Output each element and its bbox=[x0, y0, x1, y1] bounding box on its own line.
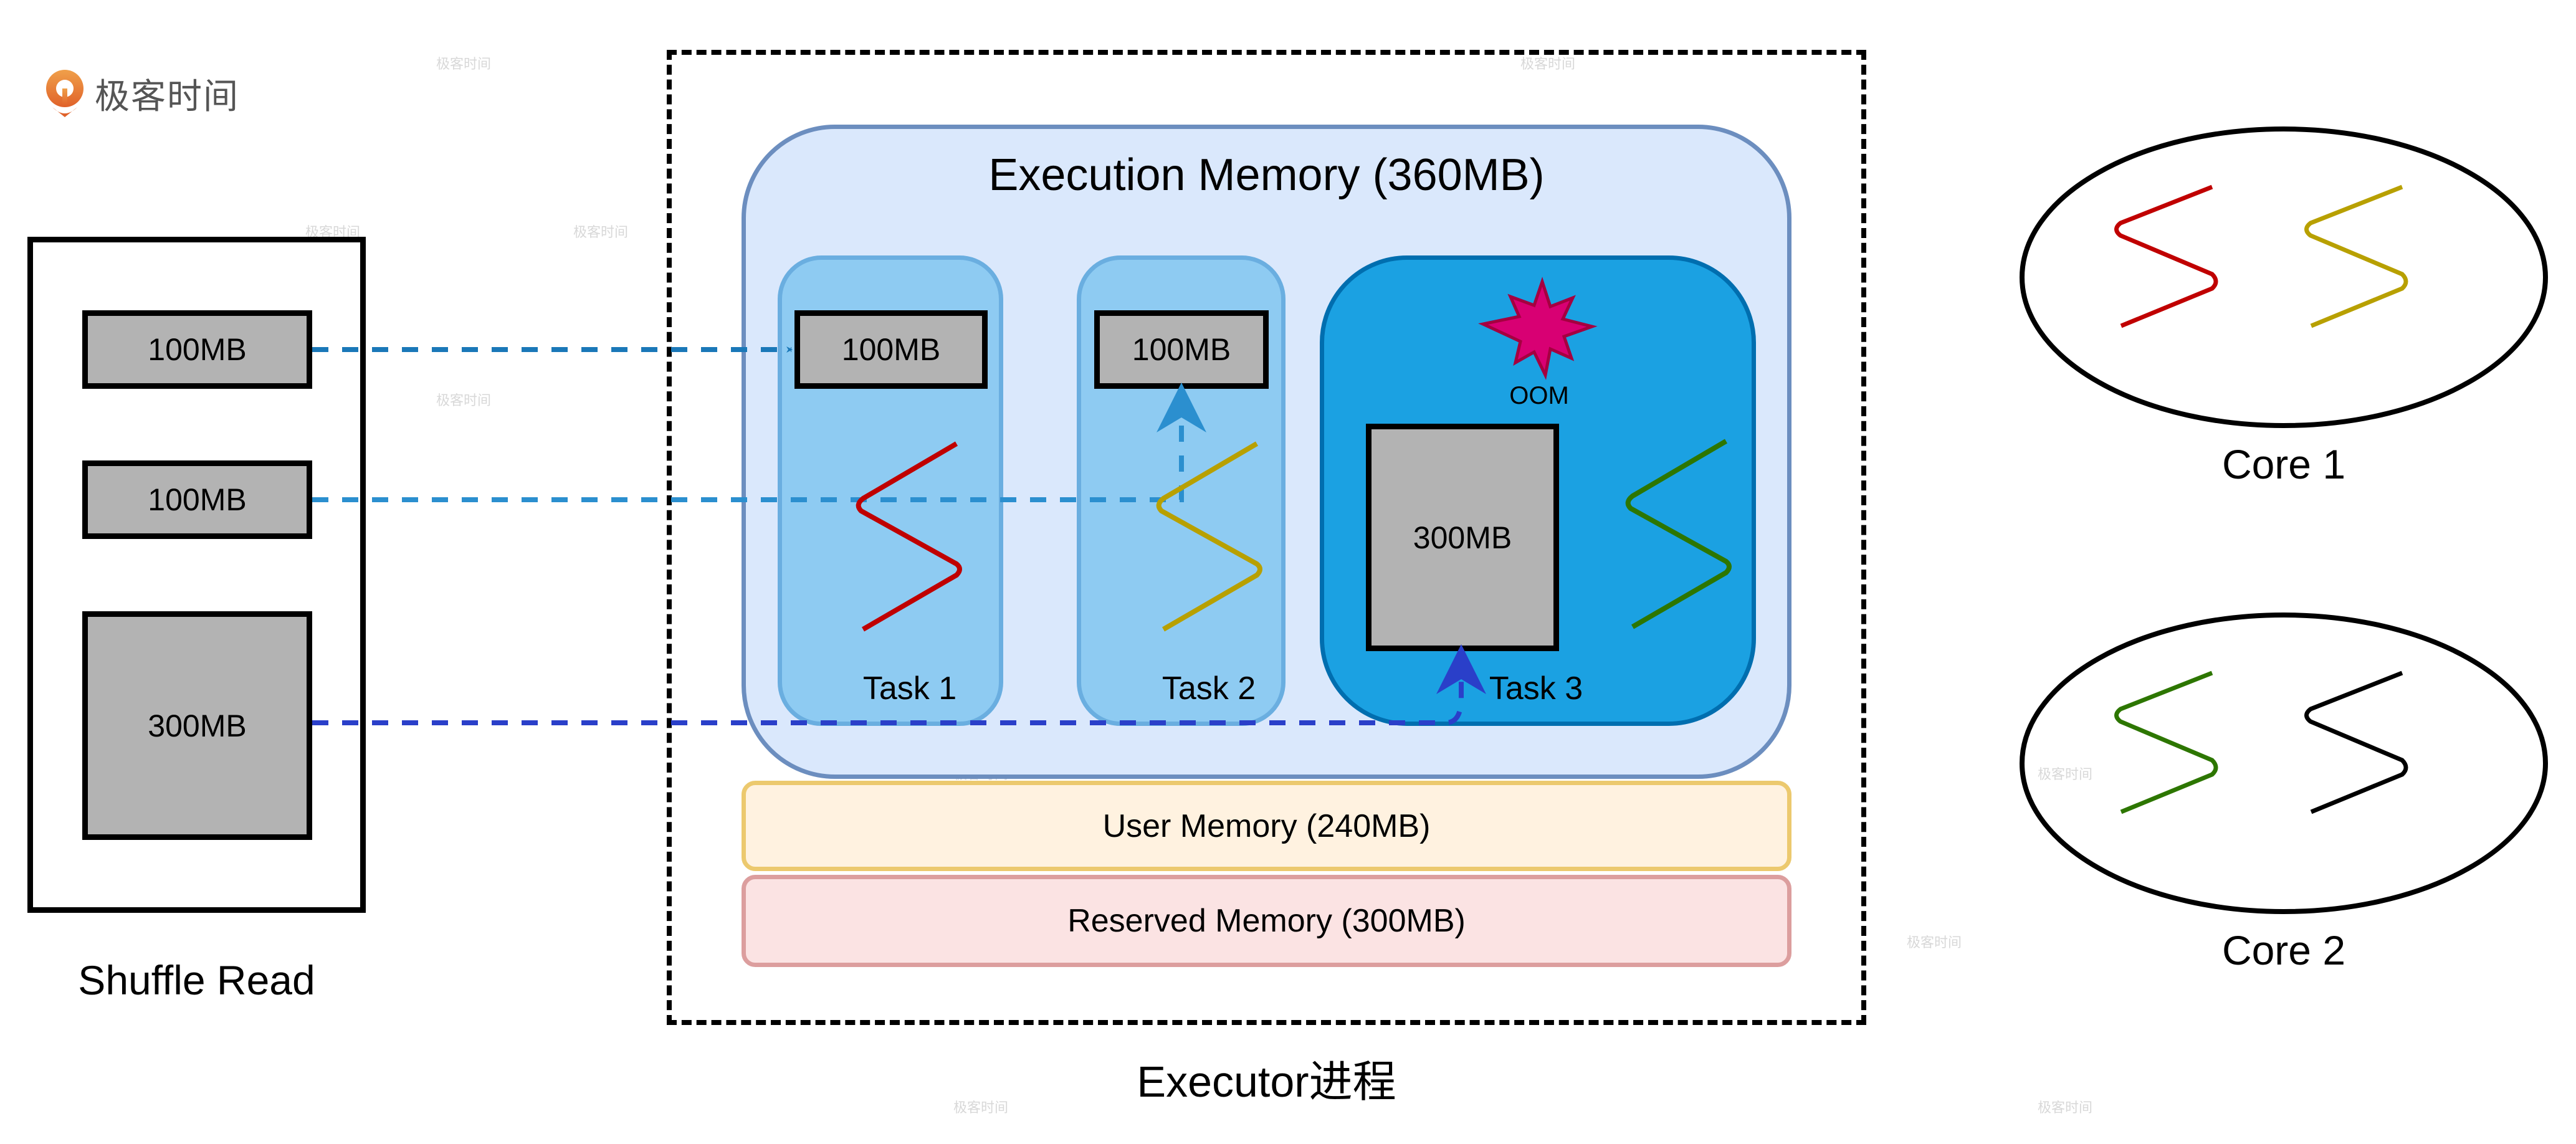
oom-label: OOM bbox=[1509, 381, 1569, 409]
brand-logo: 极客时间 bbox=[44, 65, 239, 122]
executor-label: Executor进程 bbox=[1137, 1057, 1396, 1106]
task-1-label: Task 1 bbox=[862, 670, 957, 707]
reserved-memory-region: Reserved Memory (300MB) bbox=[742, 875, 1791, 967]
logo-text: 极客时间 bbox=[95, 76, 239, 117]
core-2-thread-2-icon bbox=[2304, 670, 2408, 814]
task-2-thread-icon bbox=[1156, 441, 1262, 632]
core-2-label: Core 2 bbox=[2221, 927, 2346, 973]
core-1-thread-2-icon bbox=[2304, 184, 2408, 328]
arrow-block2-to-task2 bbox=[312, 383, 1206, 502]
watermark: 极客时间 bbox=[2038, 767, 2093, 783]
logo-mark-icon bbox=[46, 70, 83, 117]
shuffle-block-3: 300MB bbox=[82, 611, 312, 840]
core-1-ellipse bbox=[2020, 126, 2548, 428]
watermark: 极客时间 bbox=[1907, 935, 1962, 951]
shuffle-block-2: 100MB bbox=[82, 460, 312, 539]
task-3-thread-icon bbox=[1625, 439, 1732, 629]
watermark: 极客时间 bbox=[436, 393, 492, 409]
core-1-thread-1-icon bbox=[2114, 184, 2218, 328]
execution-memory-title: Execution Memory (360MB) bbox=[988, 150, 1545, 200]
shuffle-block-1: 100MB bbox=[82, 310, 312, 389]
shuffle-read-label: Shuffle Read bbox=[78, 957, 315, 1003]
watermark: 极客时间 bbox=[2038, 1100, 2093, 1116]
watermark: 极客时间 bbox=[1520, 57, 1576, 72]
task-1-block: 100MB bbox=[794, 310, 988, 389]
watermark: 极客时间 bbox=[573, 225, 629, 241]
core-1-label: Core 1 bbox=[2221, 441, 2346, 487]
task-3-label: Task 3 bbox=[1489, 670, 1583, 707]
task-3-block: 300MB bbox=[1366, 424, 1559, 651]
watermark: 极客时间 bbox=[436, 57, 492, 72]
watermark: 极客时间 bbox=[953, 1100, 1009, 1116]
oom-explosion-icon bbox=[1478, 277, 1598, 380]
arrow-block3-to-task3 bbox=[312, 644, 1486, 725]
task-1-thread-icon bbox=[856, 441, 962, 632]
core-2-ellipse bbox=[2020, 613, 2548, 914]
executor-process-boundary bbox=[667, 50, 1866, 1025]
user-memory-region: User Memory (240MB) bbox=[742, 781, 1791, 871]
core-2-thread-1-icon bbox=[2114, 670, 2218, 814]
task-2-label: Task 2 bbox=[1162, 670, 1256, 707]
